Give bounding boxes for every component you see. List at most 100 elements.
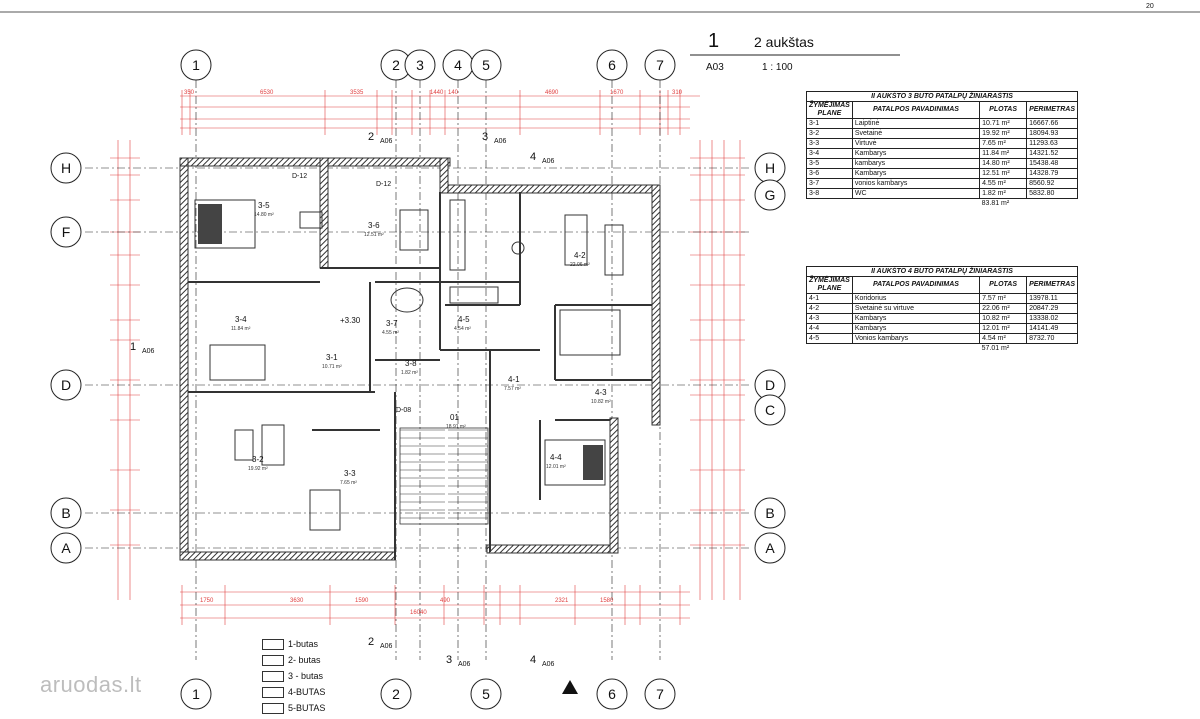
grid-bottom-label: 2: [392, 686, 400, 702]
grid-bottom-bubble: [644, 678, 676, 710]
col-header-area: PLOTAS: [979, 101, 1028, 119]
door-label: D-08: [396, 407, 411, 414]
legend-swatch: [262, 654, 284, 666]
grid-right-label: C: [765, 402, 775, 418]
table-cell: 4-1: [806, 293, 853, 304]
table-cell: 4.55 m²: [979, 178, 1028, 189]
dimension-label: 1750: [200, 598, 214, 604]
table-cell: 4-4: [806, 323, 853, 334]
grid-right-bubble: [754, 394, 786, 426]
room-area: 22.06 m²: [570, 262, 590, 268]
dining-table: [309, 489, 341, 531]
grid-bottom-bubble: [596, 678, 628, 710]
table-cell: 12.51 m²: [979, 168, 1028, 179]
col-header-perimeter: PERIMETRAS: [1026, 276, 1078, 294]
grid-left-bubble: [50, 216, 82, 248]
exterior-wall: [609, 417, 619, 554]
level-mark: +3.30: [340, 316, 361, 325]
grid-top-label: 6: [608, 57, 616, 73]
legend-label: 5-BUTAS: [288, 703, 326, 713]
grid-top-bubble: [470, 49, 502, 81]
grid-left-bubble: [50, 497, 82, 529]
grid-right-bubble: [754, 179, 786, 211]
table-cell: Kambarys: [851, 323, 981, 334]
dimension-label: 2321: [555, 598, 569, 604]
room-code: 4-4: [550, 453, 562, 462]
table-cell: 3-5: [806, 158, 853, 169]
dimension-label: 6530: [260, 90, 274, 96]
legend-label: 4-BUTAS: [288, 687, 326, 697]
legend-label: 1-butas: [288, 639, 319, 649]
table-cell: 4-3: [806, 313, 853, 324]
room-area: 7.57 m²: [504, 386, 521, 392]
grid-left-label: H: [61, 160, 71, 176]
sofa: [564, 214, 588, 266]
room-area: 12.51 m²: [364, 232, 384, 238]
grid-bottom-label: 1: [192, 686, 200, 702]
grid-top-bubble: [644, 49, 676, 81]
table-cell: 3-8: [806, 188, 853, 199]
section-ref: A06: [380, 643, 393, 650]
plan-walls: [179, 157, 661, 561]
room-code: 3-8: [405, 359, 417, 368]
section-marker: 4: [530, 654, 536, 666]
grid-right-bubble: [754, 497, 786, 529]
table-cell: [1027, 199, 1078, 209]
table-cell: 11293.63: [1026, 138, 1078, 149]
table-cell: Kambarys: [851, 313, 981, 324]
section-marker: 2: [368, 636, 374, 648]
col-header-area: PLOTAS: [979, 276, 1028, 294]
grid-top-bubble: [404, 49, 436, 81]
dimension-label: 4690: [545, 90, 559, 96]
grid-top-label: 7: [656, 57, 664, 73]
legend-item: 1-butas: [262, 636, 325, 652]
table-cell: Virtuvė: [851, 138, 981, 149]
room-code: 3-3: [344, 469, 356, 478]
grid-right-label: H: [765, 160, 775, 176]
legend-item: 2- butas: [262, 652, 325, 668]
bed: [559, 309, 621, 356]
table-cell: 3-7: [806, 178, 853, 189]
table-cell: 8732.70: [1026, 333, 1078, 344]
grid-right-label: B: [765, 505, 774, 521]
grid-right-label: D: [765, 377, 775, 393]
table-cell: 4-5: [806, 333, 853, 344]
exterior-wall: [319, 157, 329, 269]
grid-bottom-label: 6: [608, 686, 616, 702]
section-ref: A06: [542, 158, 555, 165]
plan-furniture: [194, 199, 624, 531]
table-cell: 14321.52: [1026, 148, 1078, 159]
section-marker: 3: [482, 131, 488, 143]
grid-bottom-bubble: [180, 678, 212, 710]
table-cell: 3-1: [806, 118, 853, 129]
table-cell: 13978.11: [1026, 293, 1078, 304]
room-code: 3-2: [252, 455, 264, 464]
table-cell: 8560.92: [1026, 178, 1078, 189]
legend-swatch: [262, 686, 284, 698]
grid-left-bubble: [50, 532, 82, 564]
dimension-label: 1580: [600, 598, 614, 604]
room-code: 3-5: [258, 201, 270, 210]
col-header-mark: ŽYMĖJIMAS PLANE: [806, 101, 853, 119]
drawing-ref: A03: [706, 62, 724, 73]
legend-label: 2- butas: [288, 655, 321, 665]
section-ref: A06: [380, 138, 393, 145]
table-cell: 11.84 m²: [979, 148, 1028, 159]
exterior-wall: [179, 157, 451, 167]
table-cell: Kambarys: [851, 168, 981, 179]
room-code: 4-2: [574, 251, 586, 260]
exterior-wall: [486, 544, 618, 554]
grid-top-label: 4: [454, 57, 462, 73]
grid-top-bubble: [596, 49, 628, 81]
room-schedule-apartment-4: II AUKŠTO 4 BUTO PATALPŲ ŽINIARAŠTIS ŽYM…: [806, 266, 1078, 353]
table-cell: 1.82 m²: [979, 188, 1028, 199]
stool: [511, 241, 525, 255]
room-area: 11.84 m²: [231, 326, 251, 332]
table-cell: 3-4: [806, 148, 853, 159]
bed: [399, 209, 429, 251]
room-code: 4-1: [508, 375, 520, 384]
